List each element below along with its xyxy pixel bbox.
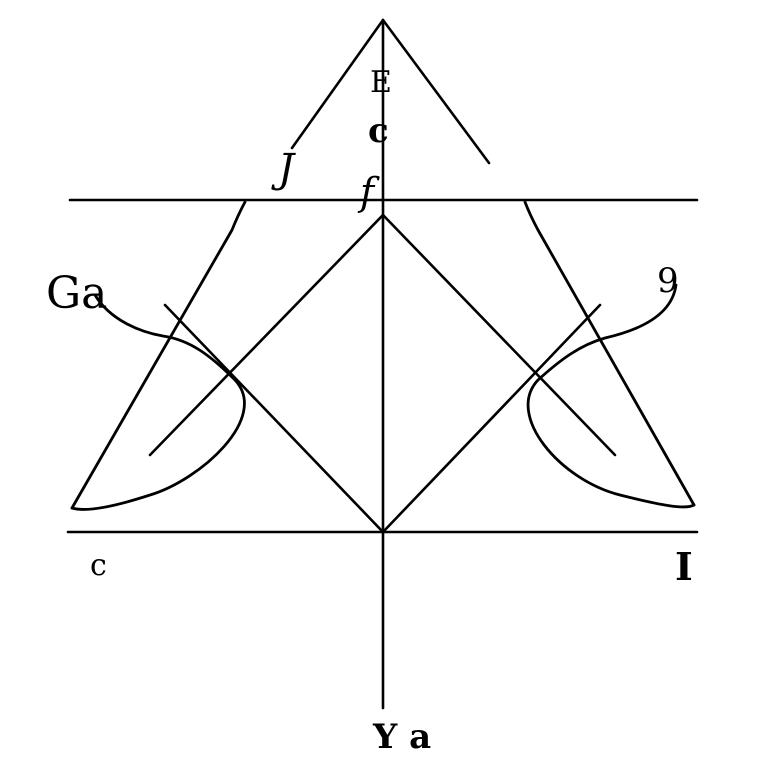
inner-left-down-line <box>148 213 385 457</box>
label-left-mid: Ga <box>46 268 107 319</box>
right-s-curve <box>526 283 696 509</box>
apex-left-glyph: J <box>271 146 296 192</box>
label-right-mid: 9 <box>657 261 679 301</box>
apex-right-line <box>381 18 491 165</box>
label-bottom-axis: Y a <box>372 717 431 757</box>
outer-right-line <box>523 200 696 507</box>
inner-right-up-line <box>381 303 602 534</box>
outer-left-line <box>70 200 247 510</box>
axis-mark-2: c <box>368 111 389 151</box>
inner-left-up-line <box>163 303 385 534</box>
left-s-curve <box>70 293 246 511</box>
axis-mark-1: E <box>370 65 392 100</box>
label-bottom-left: c <box>90 548 107 583</box>
inner-right-down-line <box>381 213 617 457</box>
axis-mark-3: f <box>357 170 380 214</box>
apex-left-line <box>290 18 385 150</box>
label-bottom-right: I <box>675 544 693 589</box>
